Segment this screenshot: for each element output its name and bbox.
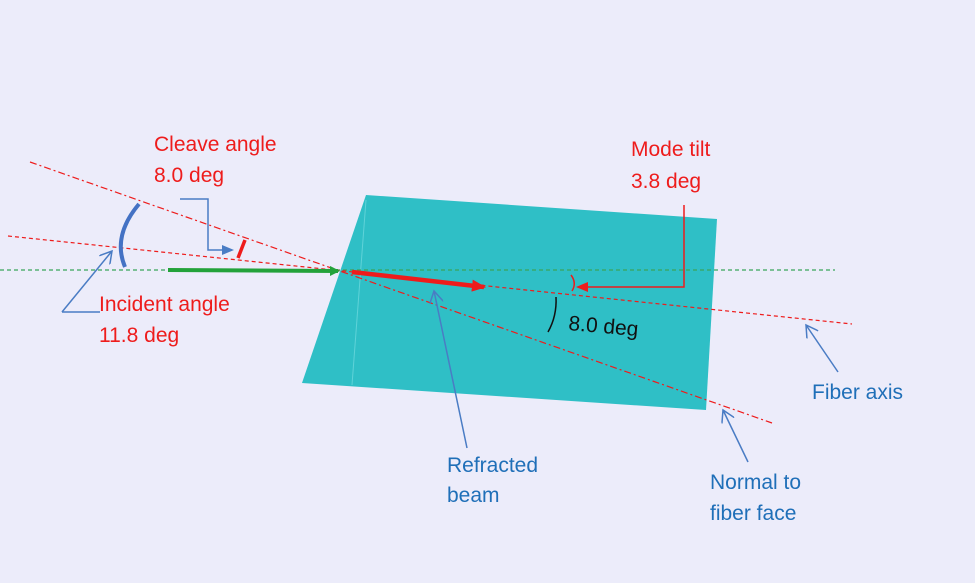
mode-tilt-label: Mode tilt 3.8 deg — [631, 138, 716, 193]
cleave-angle-label: Cleave angle 8.0 deg — [154, 133, 282, 187]
fiber-axis-pointer — [806, 325, 839, 373]
normal-label: Normal to fiber face — [710, 471, 807, 525]
fiber-axis-label: Fiber axis — [812, 381, 903, 404]
mode-tilt-label-line2: 3.8 deg — [631, 170, 701, 193]
mode-tilt-connector — [576, 205, 685, 292]
refracted-beam-label-line2: beam — [447, 484, 500, 507]
refracted-beam-arrow — [351, 269, 486, 292]
incident-angle-label: Incident angle 11.8 deg — [99, 293, 236, 347]
cleave-angle-label-line2: 8.0 deg — [154, 164, 224, 187]
normal-pointer — [723, 410, 749, 463]
normal-label-line1: Normal to — [710, 471, 801, 494]
fiber-body — [302, 195, 717, 410]
normal-label-line2: fiber face — [710, 502, 796, 525]
cleave-angle-connector — [180, 198, 234, 255]
fiber-face-highlight — [351, 199, 367, 386]
incident-beam-arrow — [167, 265, 340, 276]
mode-tilt-label-line1: Mode tilt — [631, 138, 711, 161]
cleave-angle-label-line1: Cleave angle — [154, 133, 277, 156]
incident-angle-label-line1: Incident angle — [99, 293, 230, 316]
refracted-beam-pointer — [434, 291, 468, 449]
normal-to-fiber-face-line — [29, 161, 773, 424]
refracted-beam-label-line1: Refracted — [447, 454, 538, 477]
cleave-angle-marker — [236, 239, 247, 259]
incident-angle-arc — [118, 202, 141, 268]
refracted-beam-label: Refracted beam — [447, 454, 544, 507]
mode-tilt-arc — [570, 274, 575, 292]
incident-angle-pointer-diagonal — [61, 251, 112, 313]
fiber-axis-line — [7, 235, 853, 325]
incident-angle-label-line2: 11.8 deg — [99, 324, 179, 347]
tilt-angle-arc — [547, 296, 557, 333]
